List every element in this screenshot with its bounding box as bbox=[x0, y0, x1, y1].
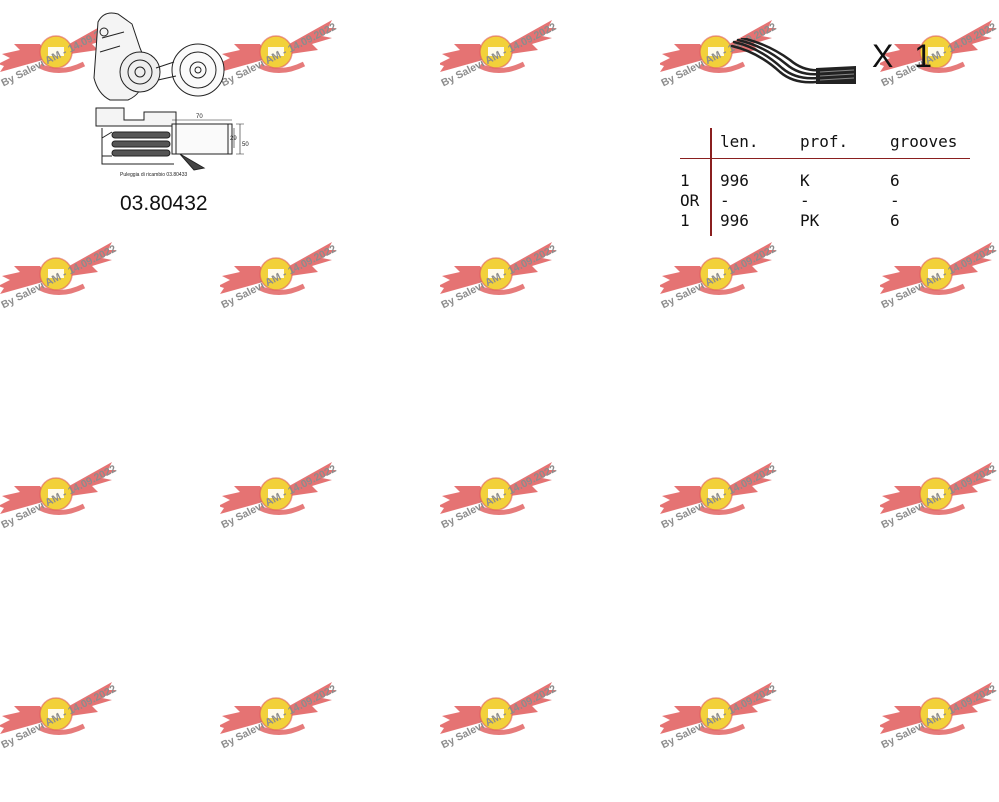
table-body: 1 996 K 6 OR - - - 1 996 PK 6 bbox=[680, 159, 970, 231]
cell-qty: 1 bbox=[680, 171, 690, 190]
header-length: len. bbox=[720, 132, 759, 151]
dimension-height-b: 50 bbox=[242, 142, 249, 148]
cell-length: - bbox=[720, 191, 730, 210]
header-profile: prof. bbox=[800, 132, 849, 151]
belt-spec-table: len. prof. grooves 1 996 K 6 OR - - - 1 … bbox=[680, 128, 970, 236]
cell-grooves: 6 bbox=[890, 171, 900, 190]
cell-length: 996 bbox=[720, 211, 749, 230]
table-header: len. prof. grooves bbox=[680, 128, 970, 159]
table-row: 1 996 PK 6 bbox=[680, 211, 970, 231]
cell-profile: - bbox=[800, 191, 810, 210]
cell-profile: PK bbox=[800, 211, 820, 230]
cell-profile: K bbox=[800, 171, 810, 190]
table-row: 1 996 K 6 bbox=[680, 171, 970, 191]
cell-qty: OR bbox=[680, 191, 700, 210]
cell-length: 996 bbox=[720, 171, 749, 190]
table-row: OR - - - bbox=[680, 191, 970, 211]
cell-qty: 1 bbox=[680, 211, 690, 230]
belt-quantity: X 1 bbox=[872, 38, 939, 74]
part-number: 03.80432 bbox=[120, 192, 208, 215]
table-divider bbox=[710, 128, 712, 236]
product-sheet: 70 29 50 Puleggia di ricambio 03.80433 0… bbox=[93, 12, 970, 236]
tensioner-drawing: 70 29 50 Puleggia di ricambio 03.80433 bbox=[93, 12, 249, 178]
cell-grooves: 6 bbox=[890, 211, 900, 230]
dimension-height-a: 29 bbox=[230, 136, 237, 142]
cell-grooves: - bbox=[890, 191, 900, 210]
v-ribbed-belt-icon bbox=[730, 38, 856, 84]
dimension-width: 70 bbox=[196, 114, 203, 120]
drawing-caption: Puleggia di ricambio 03.80433 bbox=[120, 172, 187, 178]
header-grooves: grooves bbox=[890, 132, 958, 151]
